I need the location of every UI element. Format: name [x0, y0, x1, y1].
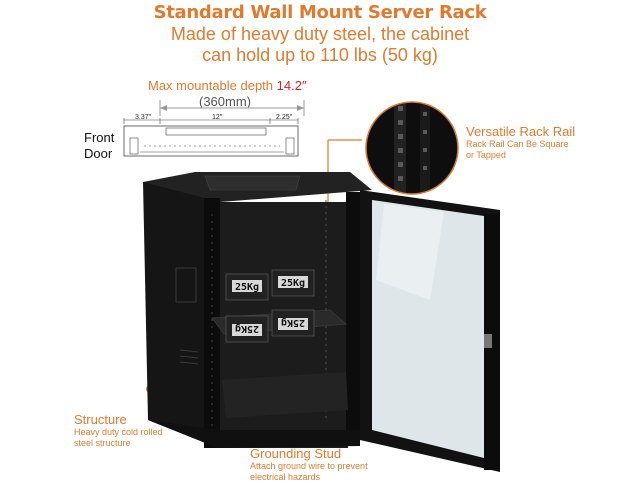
callout-rack-rail-desc-1: Rack Rail Can Be Square — [466, 139, 569, 149]
callout-grounding-stud-title: Grounding Stud — [250, 446, 342, 461]
page-title: Standard Wall Mount Server Rack — [153, 2, 487, 23]
dim-right: 2.25" — [276, 114, 293, 121]
depth-value: 14.2″ — [276, 78, 307, 93]
page-subtitle: Made of heavy duty steel, the cabinet ca… — [0, 24, 640, 66]
weight-blocks: 25Kg 25Kg 25Kg 25Kg — [225, 269, 315, 343]
rack-rail-zoom — [365, 101, 459, 195]
front-door-line-2: Door — [84, 146, 113, 161]
depth-mm: (360mm) — [199, 94, 252, 109]
dim-mid: 12" — [212, 114, 223, 121]
callout-rack-rail: Versatile Rack Rail Rack Rail Can Be Squ… — [466, 124, 575, 161]
cabinet-body — [143, 172, 372, 448]
callout-structure: Structure Heavy duty cold rolled steel s… — [74, 412, 163, 449]
depth-arrow — [159, 100, 305, 116]
callout-rack-rail-title: Versatile Rack Rail — [466, 124, 576, 139]
callout-structure-title: Structure — [74, 412, 127, 427]
depth-label: Max mountable depth 14.2″ — [148, 78, 307, 93]
subtitle-line-1: Made of heavy duty steel, the cabinet — [170, 24, 470, 44]
callout-structure-desc-1: Heavy duty cold rolled — [74, 427, 163, 437]
callout-grounding-stud: Grounding Stud Attach ground wire to pre… — [250, 446, 368, 483]
depth-label-text: Max mountable depth — [148, 78, 274, 93]
front-door-line-1: Front — [84, 130, 115, 145]
top-view-drawing — [123, 118, 299, 157]
weight-label-4: 25Kg — [281, 317, 305, 328]
weight-label-3: 25Kg — [235, 323, 259, 334]
glass-door — [360, 190, 500, 472]
callout-grounding-stud-desc-2: electrical hazards — [250, 472, 321, 482]
callout-structure-desc-2: steel structure — [74, 438, 131, 448]
weight-label-1: 25Kg — [235, 282, 259, 293]
callout-grounding-stud-desc-1: Attach ground wire to prevent — [250, 461, 368, 471]
dim-left: 3.37" — [135, 114, 152, 121]
weight-label-2: 25Kg — [281, 278, 305, 289]
subtitle-line-2: can hold up to 110 lbs (50 kg) — [202, 45, 438, 65]
door-lock-icon — [484, 334, 492, 348]
callout-rack-rail-desc-2: or Tapped — [466, 150, 506, 160]
front-door-label: Front Door — [84, 130, 114, 162]
